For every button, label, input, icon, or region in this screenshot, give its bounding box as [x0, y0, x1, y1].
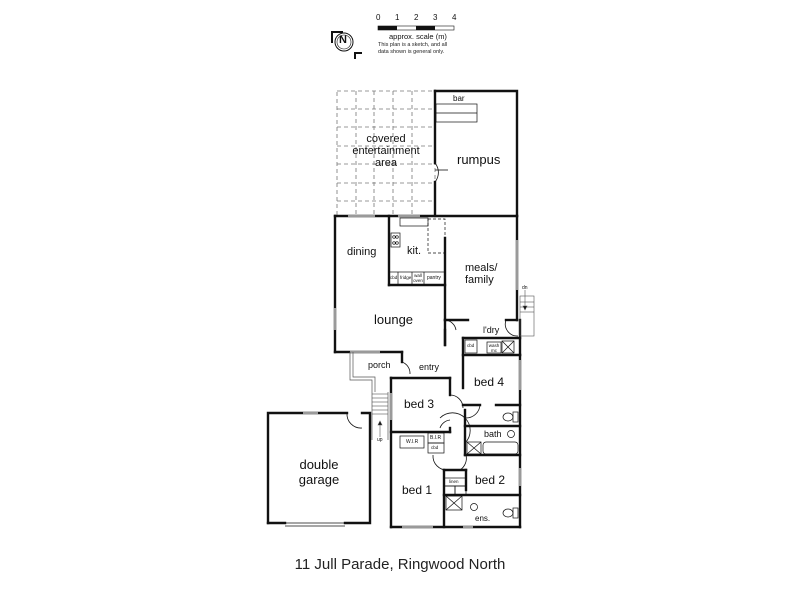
room-bath: bath — [484, 429, 502, 439]
property-address-title: 11 Jull Parade, Ringwood North — [294, 556, 506, 573]
room-bed4: bed 4 — [474, 375, 505, 389]
scale-caption: approx. scale (m) — [389, 32, 447, 41]
porch-stairs[interactable] — [372, 393, 388, 437]
fixture-cupboard-bed: cbd — [431, 445, 439, 450]
fixture-fridge: fridge — [400, 275, 412, 280]
room-bed2: bed 2 — [475, 473, 506, 487]
garage-door — [285, 522, 345, 527]
windows — [303, 214, 522, 529]
fixture-pantry: pantry — [427, 275, 441, 281]
room-entry: entry — [419, 362, 440, 372]
porch-outline — [349, 352, 389, 440]
wash-label-2: mc — [491, 348, 497, 353]
scale-tick-1: 1 — [395, 13, 400, 22]
scale-tick-0: 0 — [376, 13, 381, 22]
north-arrow-icon — [331, 31, 362, 59]
fixture-bir: B.I.R — [430, 435, 442, 441]
disclaimer-line2: data shown is general only. — [378, 49, 445, 55]
wall-oven-label-2: oven — [413, 278, 423, 283]
room-meals-family: meals/ family — [465, 262, 497, 286]
kitchen-fixtures — [388, 217, 446, 286]
garage-label-1: double — [299, 457, 339, 472]
bar-counter — [435, 103, 478, 123]
room-rumpus: rumpus — [457, 152, 501, 167]
wall-oven-label-1: wall — [414, 273, 422, 278]
fixture-cupboard-laundry: cbd — [467, 343, 475, 348]
fixture-linen: linen — [449, 479, 459, 484]
garage-label-2: garage — [298, 472, 340, 487]
side-stairs[interactable] — [519, 290, 535, 337]
room-bar: bar — [453, 94, 465, 103]
room-double-garage: double garage — [268, 457, 370, 487]
meals-label-2: family — [465, 274, 494, 286]
room-bed1: bed 1 — [402, 483, 433, 497]
room-bed3: bed 3 — [404, 397, 435, 411]
stairs-down-label: dn — [522, 285, 528, 291]
disclaimer-line1: This plan is a sketch, and all — [378, 42, 448, 48]
scale-tick-2: 2 — [414, 13, 419, 22]
covered-area-grid — [336, 90, 436, 217]
covered-label-2: entertainment — [352, 145, 420, 157]
room-ensuite: ens. — [475, 514, 491, 523]
covered-label-1: covered — [366, 133, 406, 145]
scale-tick-4: 4 — [452, 13, 457, 22]
fixture-wall-oven: wall oven — [412, 273, 424, 283]
room-kitchen: kit. — [407, 245, 422, 257]
room-dining: dining — [347, 246, 377, 258]
room-porch: porch — [368, 360, 391, 370]
laundry-fixtures — [464, 339, 515, 354]
stairs-up-label: up — [377, 437, 383, 443]
meals-label-1: meals/ — [465, 262, 498, 274]
fixture-washing-machine: wash mc — [487, 343, 501, 353]
room-laundry: l'dry — [483, 325, 500, 335]
scale-tick-3: 3 — [433, 13, 438, 22]
room-covered-entertainment-area: covered entertainment area — [338, 133, 434, 169]
wash-label-1: wash — [488, 343, 500, 348]
scale-bar — [377, 25, 455, 31]
covered-label-3: area — [374, 157, 398, 169]
bathroom-fixtures — [445, 411, 519, 519]
wardrobes — [399, 432, 467, 496]
compass-letter: N — [339, 34, 347, 46]
door-swings — [346, 162, 519, 471]
room-lounge: lounge — [374, 312, 414, 327]
fixture-cupboard-kitchen: cbd — [390, 275, 398, 280]
fixture-wir: W.I.R — [406, 439, 419, 445]
